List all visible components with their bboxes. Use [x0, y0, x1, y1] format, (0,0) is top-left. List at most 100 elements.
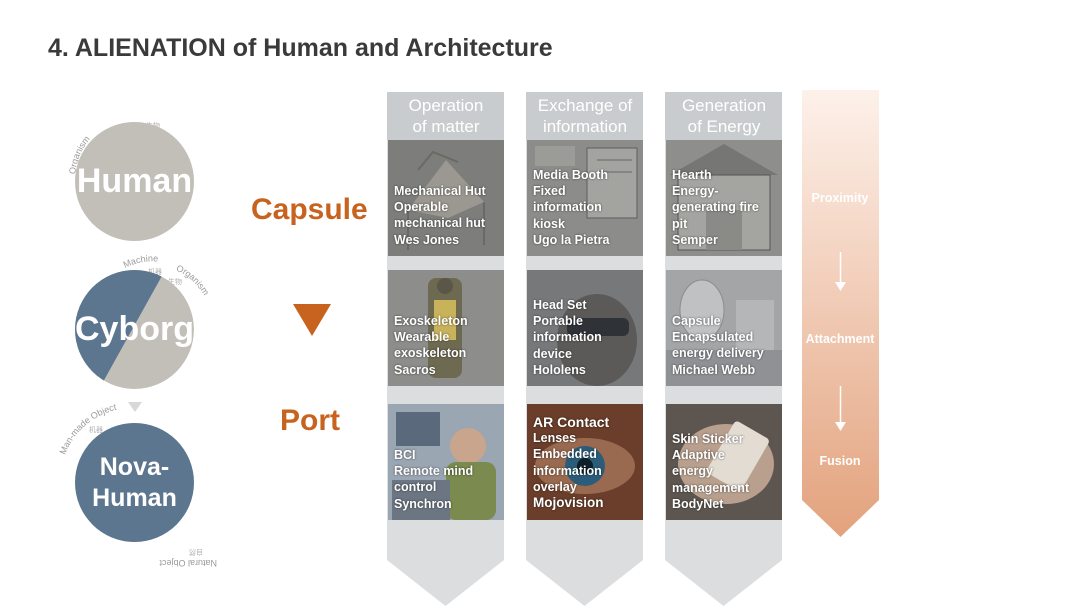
human-circle: Human	[75, 122, 194, 241]
cell-line: management	[672, 480, 750, 495]
cell-line: Mechanical Hut	[394, 184, 486, 198]
cell-bci: BCI Remote mind control Synchron	[388, 404, 504, 520]
cell-skin-sticker: Skin Sticker Adaptive energy management …	[666, 404, 782, 520]
column-header-line1: Operation	[408, 96, 484, 115]
column-header-line2: of Energy	[687, 117, 761, 136]
column-header-line2: information	[542, 117, 628, 136]
cell-text: Head Set Portable information device Hol…	[533, 297, 639, 378]
cell-line: Semper	[672, 232, 718, 247]
capsule-level-label: Capsule	[251, 193, 368, 226]
cell-line: exoskeleton	[394, 346, 467, 361]
hololens-photo-image	[527, 270, 643, 386]
nova-ring-label-bottom: Natural Object	[159, 558, 217, 568]
cell-line: Mojovision	[533, 495, 604, 511]
cell-line: BodyNet	[672, 496, 724, 511]
stage-proximity: Proximity	[811, 191, 869, 205]
cell-line: control	[394, 480, 437, 495]
cell-line: Ugo la Pietra	[533, 232, 610, 247]
cell-line: information	[533, 463, 602, 478]
down-arrow-icon	[835, 386, 846, 431]
port-level-label: Port	[280, 404, 340, 437]
cell-exoskeleton: Exoskeleton Wearable exoskeleton Sacros	[388, 270, 504, 386]
cell-line: energy delivery	[672, 346, 764, 361]
cell-line: Wearable	[394, 330, 450, 345]
cell-line: overlay	[533, 479, 577, 494]
stage-attachment: Attachment	[805, 332, 875, 346]
cell-line: Portable	[533, 314, 584, 329]
cell-text: Exoskeleton Wearable exoskeleton Sacros	[394, 313, 500, 378]
capsule-render-image	[666, 270, 782, 386]
cell-line: Hololens	[533, 362, 586, 377]
slide-title: 4. ALIENATION of Human and Architecture	[48, 34, 553, 62]
cyborg-ring-label-right-cn: 生物	[168, 277, 182, 286]
cyborg-circle: Cyborg	[75, 270, 194, 389]
cell-ar-contact: AR Contact Lenses Embedded information o…	[527, 404, 643, 520]
column-header-generation: Generation of Energy	[666, 95, 782, 137]
cyborg-ring-text: Machine Organism 机器 生物	[122, 253, 211, 297]
cell-line: Hearth	[672, 168, 712, 182]
cell-line: information	[533, 330, 602, 345]
cell-line: Skin Sticker	[672, 432, 744, 446]
cell-line: pit	[672, 216, 688, 231]
cell-text: BCI Remote mind control Synchron	[394, 447, 500, 512]
hut-sketch-image	[388, 140, 504, 256]
cell-line: Lenses	[533, 431, 577, 446]
cell-line: Sacros	[394, 362, 436, 377]
cell-line: Fixed	[533, 184, 566, 199]
column-header-line1: Exchange of	[537, 96, 633, 115]
cell-line: device	[533, 346, 572, 361]
column-header-exchange: Exchange of information	[527, 95, 643, 137]
cell-text: Media Booth Fixed information kiosk Ugo …	[533, 167, 639, 248]
cell-capsule: Capsule Encapsulated energy delivery Mic…	[666, 270, 782, 386]
cell-text: Hearth Energy- generating fire pit Sempe…	[672, 167, 778, 248]
cell-mechanical-hut: Mechanical Hut Operable mechanical hut W…	[388, 140, 504, 256]
cell-media-booth: Media Booth Fixed information kiosk Ugo …	[527, 140, 643, 256]
column-header-line1: Generation	[681, 96, 767, 115]
column-header-line2: of matter	[412, 117, 480, 136]
stage-fusion: Fusion	[819, 454, 861, 468]
media-booth-sketch-image	[527, 140, 643, 256]
skin-sticker-photo-image	[666, 404, 782, 520]
cell-line: Media Booth	[533, 168, 608, 182]
cell-line: Encapsulated	[672, 330, 754, 345]
cell-head-set: Head Set Portable information device Hol…	[527, 270, 643, 386]
cell-line: Head Set	[533, 298, 587, 312]
hearth-sketch-image	[666, 140, 782, 256]
down-arrow-icon	[835, 252, 846, 291]
nova-ring-label-bottom-cn: 自然	[189, 548, 203, 557]
cell-line: Synchron	[394, 496, 452, 511]
cell-line: information	[533, 200, 602, 215]
cell-line: Wes Jones	[394, 232, 460, 247]
cell-line: Capsule	[672, 314, 721, 328]
nova-label-line1: Nova-	[99, 452, 170, 481]
bci-photo-image	[388, 404, 504, 520]
human-label: Human	[76, 162, 193, 200]
down-arrow-icon	[293, 304, 331, 336]
cell-line: Energy-	[672, 184, 719, 199]
nova-label-line2: Human	[92, 483, 177, 512]
cell-line: Adaptive	[672, 448, 725, 463]
cell-line: Exoskeleton	[394, 314, 468, 328]
cyborg-split-fill	[75, 270, 194, 389]
eye-photo-image	[527, 404, 643, 520]
cell-hearth: Hearth Energy- generating fire pit Sempe…	[666, 140, 782, 256]
cell-line: Operable	[394, 200, 449, 215]
nova-ring-label-top-cn: 机器	[89, 425, 103, 434]
cyborg-label: Cyborg	[75, 310, 194, 348]
column-header-operation: Operation of matter	[388, 95, 504, 137]
cell-text: Mechanical Hut Operable mechanical hut W…	[394, 183, 500, 248]
cell-text: Capsule Encapsulated energy delivery Mic…	[672, 313, 778, 378]
cell-line: generating fire	[672, 200, 759, 215]
cell-line: Michael Webb	[672, 362, 756, 377]
cell-line: kiosk	[533, 216, 565, 231]
cell-line: Remote mind	[394, 464, 474, 479]
cell-line: AR Contact	[533, 414, 610, 430]
cell-line: Embedded	[533, 447, 597, 462]
down-triangle-icon	[128, 402, 142, 412]
cell-text: Skin Sticker Adaptive energy management …	[672, 431, 778, 512]
nova-human-circle: Nova- Human	[75, 423, 194, 542]
proximity-gradient-arrow	[802, 90, 879, 537]
cell-line: mechanical hut	[394, 216, 485, 231]
cell-text: AR Contact Lenses Embedded information o…	[533, 414, 639, 511]
cell-line: BCI	[394, 448, 416, 462]
